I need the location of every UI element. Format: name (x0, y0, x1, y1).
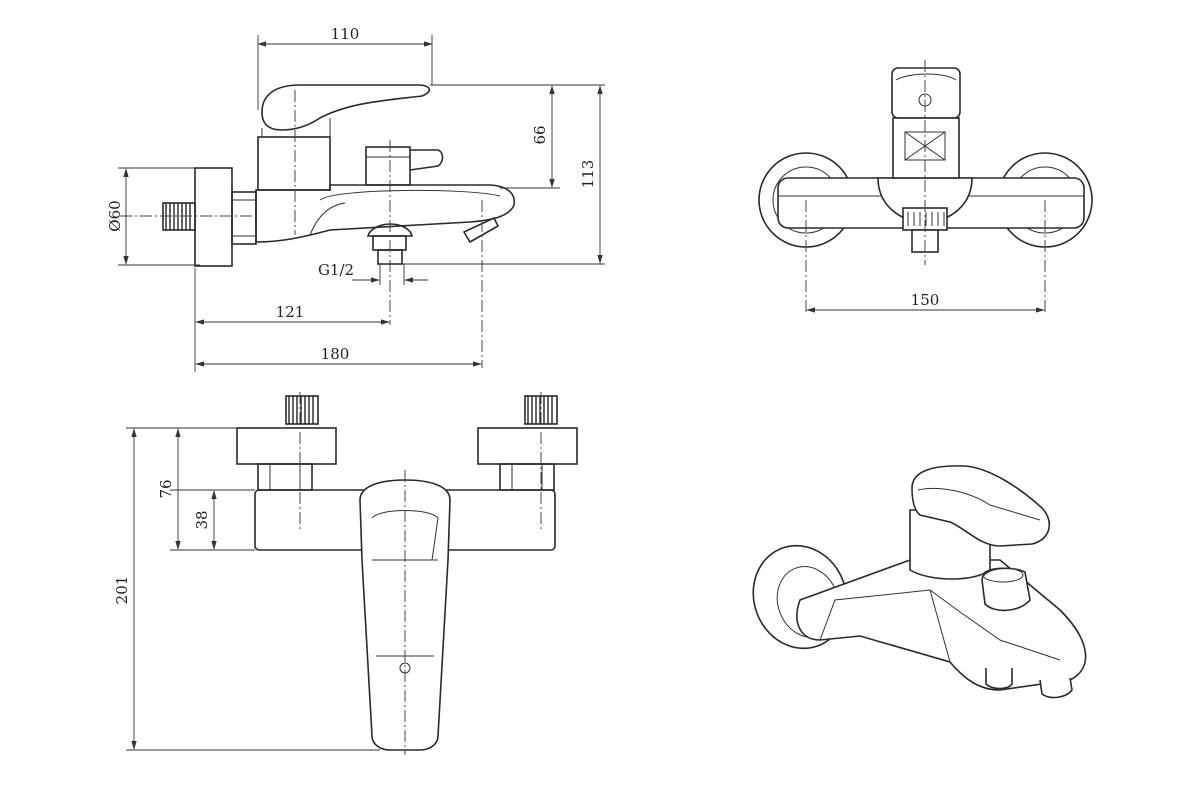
top-view: 76 38 201 (113, 392, 578, 755)
spout-tip (462, 216, 500, 244)
front-view: 150 (758, 60, 1093, 315)
right-inlet (477, 395, 578, 491)
dim-66-label: 66 (531, 125, 549, 144)
dim-diameter-label: Ø60 (106, 200, 124, 231)
wall-plate (194, 167, 233, 267)
dim-76-label: 76 (157, 479, 175, 498)
isometric-view (752, 465, 1087, 699)
lever-handle (261, 84, 431, 131)
cartridge-front (892, 117, 960, 179)
mixer-body (255, 184, 516, 243)
side-view: 110 66 113 Ø60 G1/2 121 180 (106, 25, 605, 372)
left-inlet (236, 395, 337, 491)
iso-spout-tip (1039, 677, 1073, 699)
iso-outlet (985, 668, 1013, 690)
dim-180-label: 180 (321, 345, 350, 363)
cartridge-housing (257, 136, 331, 191)
dim-thread-label: G1/2 (318, 261, 354, 279)
iso-rosette (752, 544, 848, 650)
iso-body (796, 559, 1087, 691)
iso-diverter (981, 567, 1031, 612)
diverter-knob (365, 146, 444, 186)
dim-201-label: 201 (113, 576, 131, 605)
dim-38-label: 38 (193, 510, 211, 529)
dim-150-label: 150 (911, 291, 940, 309)
dim-113-label: 113 (579, 160, 597, 189)
iso-lever (911, 465, 1051, 547)
dim-121-label: 121 (276, 303, 305, 321)
lever-front (891, 67, 961, 119)
dim-110-label: 110 (331, 25, 360, 43)
